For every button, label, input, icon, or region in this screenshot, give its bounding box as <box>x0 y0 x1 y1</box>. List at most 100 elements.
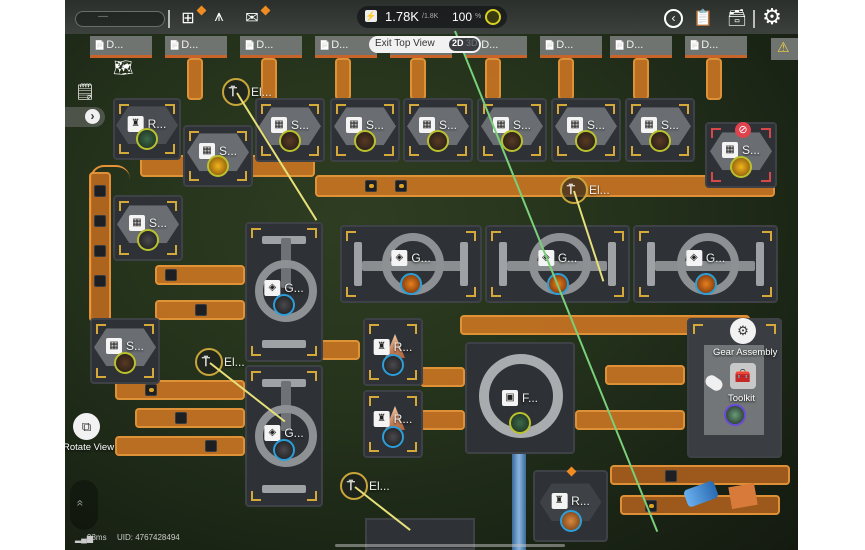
dock[interactable]: D... <box>90 36 152 58</box>
dock[interactable]: D... <box>610 36 672 58</box>
conveyor-belt[interactable] <box>575 410 685 430</box>
tower-icon[interactable]: ⩚ <box>214 8 224 25</box>
output-slot[interactable] <box>575 130 597 152</box>
output-slot[interactable] <box>730 156 752 178</box>
conveyor-belt[interactable] <box>485 58 501 100</box>
output-slot[interactable] <box>279 130 301 152</box>
output-slot[interactable] <box>382 426 404 448</box>
game-viewport[interactable]: D... D... D... D... D... D... D... D... … <box>65 0 798 550</box>
dock[interactable]: D... <box>165 36 227 58</box>
conveyor-belt[interactable] <box>558 58 574 100</box>
conveyor-belt[interactable] <box>420 410 465 430</box>
smelter-machine[interactable]: ▦S... <box>113 195 183 261</box>
output-slot[interactable] <box>137 229 159 251</box>
toolkit-button[interactable]: 🧰 <box>730 363 756 389</box>
refiner-machine[interactable]: ♜R... <box>113 98 181 160</box>
exit-top-view-button[interactable]: Exit Top View 2D 3D <box>369 36 481 53</box>
output-slot[interactable] <box>509 412 531 434</box>
refiner-machine[interactable]: ♜R... <box>363 390 423 458</box>
smelter-icon: ▦ <box>721 142 738 159</box>
electric-pylon[interactable]: ⍑El... <box>222 78 272 106</box>
dock[interactable]: D... <box>685 36 747 58</box>
output-slot[interactable] <box>207 155 229 177</box>
rotate-view-button[interactable]: ⧉ <box>73 413 100 440</box>
smelter-machine[interactable]: ▦S... <box>403 98 473 162</box>
smelter-icon: ▦ <box>418 117 435 134</box>
dock[interactable]: D... <box>540 36 602 58</box>
output-slot[interactable] <box>354 130 376 152</box>
antenna-icon: ⍑ <box>229 84 237 99</box>
smelter-machine[interactable]: ▦S... <box>625 98 695 162</box>
refiner-machine[interactable]: ♜R... <box>533 466 608 542</box>
grinder-machine[interactable]: ◈G... <box>245 365 323 507</box>
grinder-machine[interactable]: ◈G... <box>245 222 323 362</box>
conveyor-belt[interactable] <box>706 58 722 100</box>
conveyor-belt[interactable] <box>410 58 426 100</box>
output-slot[interactable] <box>114 352 136 374</box>
conveyor-belt[interactable] <box>633 58 649 100</box>
ore-item <box>365 180 377 192</box>
mail-icon[interactable]: ✉ <box>245 10 259 27</box>
dock[interactable]: D... <box>315 36 377 58</box>
refiner-machine[interactable]: ♜R... <box>363 318 423 386</box>
output-slot[interactable] <box>559 510 582 532</box>
refiner-icon: ♜ <box>373 410 390 427</box>
network-tree-icon[interactable]: ⊞ <box>181 10 195 27</box>
settings-gear-icon[interactable]: ⚙ <box>762 4 782 29</box>
smelter-machine[interactable]: ▦S... <box>551 98 621 162</box>
conveyor-belt[interactable] <box>335 58 351 100</box>
conveyor-belt[interactable] <box>135 408 245 428</box>
belt-item <box>94 215 106 227</box>
refiner-icon: ♜ <box>127 116 144 133</box>
task-list-icon[interactable]: 🗒 <box>75 84 96 101</box>
electric-pylon[interactable]: ⍑El... <box>195 348 245 376</box>
conveyor-belt[interactable] <box>187 58 203 100</box>
belt-item <box>195 304 207 316</box>
clipboard-icon[interactable]: 📋 <box>693 10 713 27</box>
search-input[interactable]: — <box>75 11 165 27</box>
map-search-icon[interactable]: 🗺 <box>113 60 134 77</box>
output-slot[interactable] <box>694 273 717 295</box>
smelter-machine[interactable]: ▦S... <box>477 98 547 162</box>
ore-item <box>145 384 157 396</box>
warning-dock[interactable]: ⚠ <box>771 38 798 60</box>
view-toggle[interactable]: 2D 3D <box>449 38 479 51</box>
grinder-machine[interactable]: ◈G... <box>340 225 482 303</box>
back-arrow-icon[interactable]: ‹ <box>664 9 683 28</box>
smelter-machine-alert[interactable]: ⊘ ▦S... <box>705 122 777 188</box>
expand-panel[interactable]: › <box>65 107 105 127</box>
output-slot[interactable] <box>400 273 422 295</box>
conveyor-belt[interactable] <box>115 436 245 456</box>
antenna-icon: ⍑ <box>347 478 355 493</box>
smelter-icon: ▦ <box>492 117 509 134</box>
dock[interactable]: D... <box>240 36 302 58</box>
conveyor-belt[interactable] <box>320 340 360 360</box>
smelter-machine[interactable]: ▦S... <box>255 98 325 162</box>
grinder-machine[interactable]: ◈G... <box>485 225 630 303</box>
conveyor-belt[interactable] <box>420 367 465 387</box>
belt-item <box>94 245 106 257</box>
collapse-panel[interactable]: « <box>70 480 98 530</box>
output-slot[interactable] <box>501 130 523 152</box>
output-slot[interactable] <box>649 130 671 152</box>
output-slot[interactable] <box>382 354 404 376</box>
grinder-machine[interactable]: ◈G... <box>633 225 778 303</box>
smelter-machine[interactable]: ▦S... <box>90 318 160 384</box>
furnace-icon: ▣ <box>501 390 518 406</box>
signal-icon: ▂▄▆ <box>75 534 93 543</box>
gear-assembly-button[interactable]: ⚙ <box>730 318 756 344</box>
output-slot[interactable] <box>723 404 746 426</box>
electric-pylon[interactable]: ⍑El... <box>560 176 610 204</box>
output-slot[interactable] <box>273 439 295 461</box>
output-slot[interactable] <box>136 128 158 150</box>
refiner-icon: ♜ <box>551 492 568 509</box>
conveyor-belt[interactable] <box>605 365 685 385</box>
conveyor-belt[interactable] <box>155 265 245 285</box>
output-slot[interactable] <box>273 294 295 316</box>
inventory-icon[interactable]: 🗃 <box>726 10 748 27</box>
smelter-machine[interactable]: ▦S... <box>330 98 400 162</box>
furnace-machine[interactable]: ▣F... <box>465 342 575 454</box>
coin-icon[interactable] <box>485 9 501 25</box>
smelter-machine[interactable]: ▦S... <box>183 125 253 187</box>
output-slot[interactable] <box>427 130 449 152</box>
